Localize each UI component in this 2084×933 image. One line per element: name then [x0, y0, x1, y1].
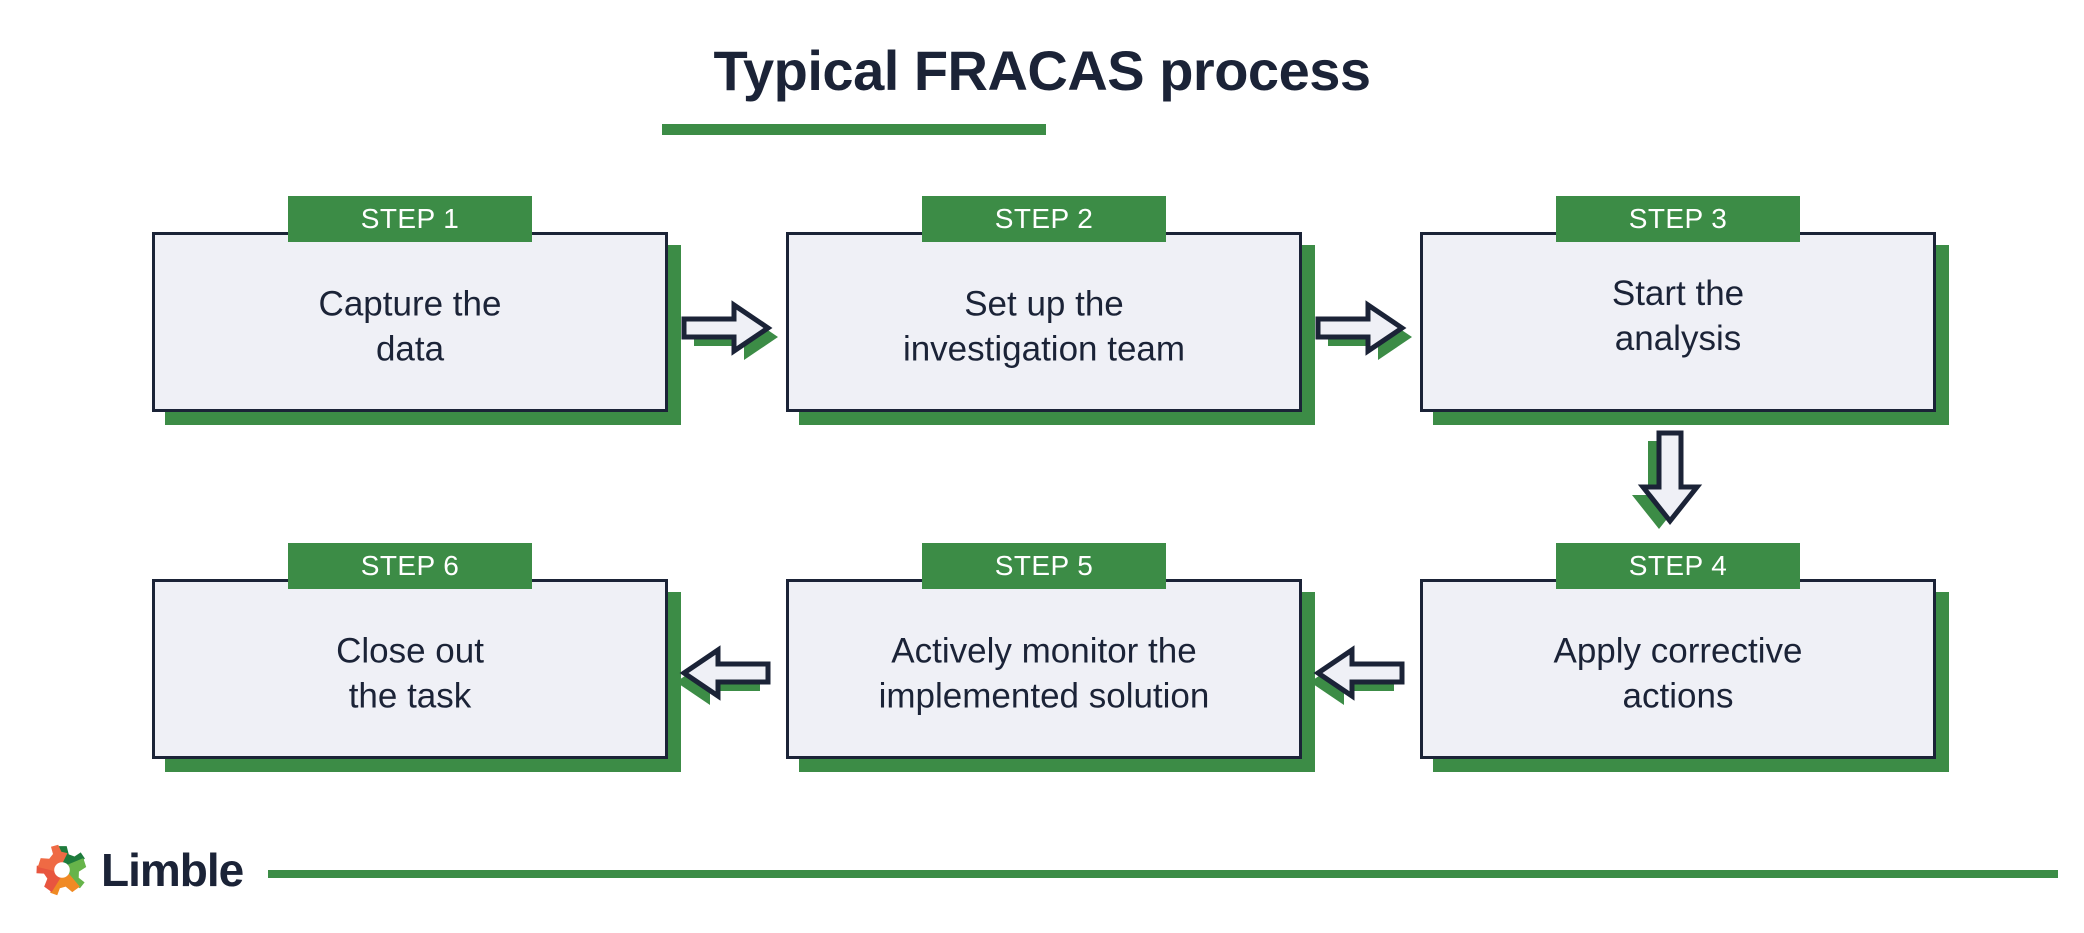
- step-text-line-1: Close out: [336, 631, 484, 671]
- step-text-line-1: Actively monitor the: [891, 631, 1197, 671]
- step-box-body: Start the analysis: [1420, 232, 1936, 412]
- step-box-body: Set up the investigation team: [786, 232, 1302, 412]
- step-tab-label-5: STEP 5: [922, 543, 1166, 589]
- step-text-line-2: data: [375, 329, 445, 369]
- step-box-text: Actively monitor the implemented solutio…: [803, 630, 1285, 720]
- step-text-line-2: actions: [1622, 676, 1734, 716]
- limble-wordmark: Limble: [101, 844, 244, 896]
- step-box-body: Apply corrective actions: [1420, 579, 1936, 759]
- footer-divider: [268, 870, 2058, 878]
- title-underline: [662, 124, 1046, 135]
- step-box-body: Capture the data: [152, 232, 668, 412]
- step-box-1[interactable]: Capture the data STEP 1: [152, 196, 681, 425]
- step-text-line-1: Set up the: [964, 284, 1124, 324]
- step-box-text: Apply corrective actions: [1437, 630, 1919, 720]
- step-box-text: Set up the investigation team: [803, 283, 1285, 373]
- step-box-body: Close out the task: [152, 579, 668, 759]
- step-box-text: Close out the task: [169, 630, 651, 720]
- step-text-line-1: Apply corrective: [1553, 631, 1803, 671]
- step-tab-label-2: STEP 2: [922, 196, 1166, 242]
- step-text-line-1: Start the: [1611, 273, 1745, 313]
- limble-gear-icon: [36, 844, 87, 896]
- limble-logo[interactable]: Limble: [36, 844, 244, 896]
- page-title-wrap: Typical FRACAS process: [0, 39, 2084, 102]
- step-text-line-1: Capture the: [318, 284, 502, 324]
- step-box-4[interactable]: Apply corrective actions STEP 4: [1420, 543, 1949, 772]
- page-title: Typical FRACAS process: [713, 39, 1371, 102]
- step-tab-label-6: STEP 6: [288, 543, 532, 589]
- step-tab-label-3: STEP 3: [1556, 196, 1800, 242]
- step-text-line-2: the task: [348, 676, 472, 716]
- step-box-text: Start the analysis: [1437, 272, 1919, 362]
- connector-arrow-left-1: [1310, 645, 1410, 707]
- step-tab-label-1: STEP 1: [288, 196, 532, 242]
- footer: Limble: [0, 838, 2084, 933]
- connector-arrow-left-2: [676, 645, 776, 707]
- connector-arrow-right-1: [680, 300, 778, 362]
- step-box-body: Actively monitor the implemented solutio…: [786, 579, 1302, 759]
- step-tab-label-4: STEP 4: [1556, 543, 1800, 589]
- step-box-6[interactable]: Close out the task STEP 6: [152, 543, 681, 772]
- step-text-line-2: implemented solution: [878, 676, 1210, 716]
- connector-arrow-down: [1632, 429, 1708, 529]
- step-box-text: Capture the data: [169, 283, 651, 373]
- step-text-line-2: analysis: [1614, 318, 1742, 358]
- step-box-5[interactable]: Actively monitor the implemented solutio…: [786, 543, 1315, 772]
- step-text-line-2: investigation team: [902, 329, 1186, 369]
- step-box-3[interactable]: Start the analysis STEP 3: [1420, 196, 1949, 425]
- step-box-2[interactable]: Set up the investigation team STEP 2: [786, 196, 1315, 425]
- connector-arrow-right-2: [1314, 300, 1412, 362]
